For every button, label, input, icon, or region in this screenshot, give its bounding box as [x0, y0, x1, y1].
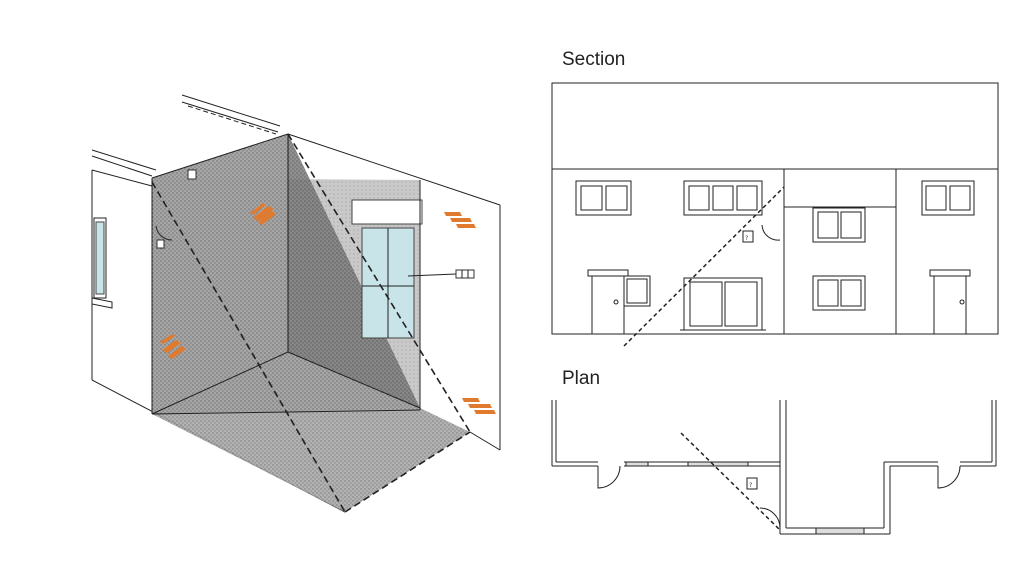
door-swing	[597, 465, 621, 489]
right-window	[351, 199, 423, 339]
section-elevation	[551, 82, 999, 347]
wall-label-box	[156, 239, 165, 249]
unknown-mark-box	[742, 230, 754, 243]
window	[812, 207, 866, 243]
right-wall	[287, 133, 501, 451]
dashed-sight-lines	[151, 133, 471, 513]
brick-texture	[160, 334, 186, 359]
window	[683, 180, 763, 216]
brick-texture	[462, 398, 496, 414]
facade	[551, 168, 999, 335]
patio-door	[680, 277, 766, 331]
plan-view	[551, 400, 997, 535]
roof	[551, 82, 999, 170]
section-title: Section	[562, 49, 626, 70]
unknown-mark-box	[746, 477, 758, 490]
window	[921, 180, 975, 216]
window	[575, 180, 632, 216]
plan-unknown-mark: ?	[749, 482, 752, 489]
wall-label-box	[187, 169, 197, 180]
door-swing-arc	[761, 224, 781, 241]
left-window	[91, 217, 113, 309]
brick-texture	[444, 212, 476, 228]
front-door	[587, 269, 651, 335]
shade-plane-mid	[152, 134, 288, 414]
side-door	[929, 269, 971, 335]
section-cut-line	[623, 186, 785, 347]
door-swing	[937, 465, 961, 489]
roof-eaves	[91, 94, 281, 177]
section-unknown-mark: ?	[745, 235, 748, 242]
meter-box	[407, 269, 475, 279]
box-edges	[151, 133, 421, 415]
door-swing	[759, 507, 781, 529]
isometric-view	[91, 94, 501, 513]
floor-plane	[152, 352, 470, 512]
door-swing-arc	[155, 225, 173, 241]
brick-texture	[250, 203, 276, 225]
plan-cut-line	[680, 432, 781, 531]
plan-title: Plan	[562, 368, 601, 389]
window	[812, 275, 866, 311]
